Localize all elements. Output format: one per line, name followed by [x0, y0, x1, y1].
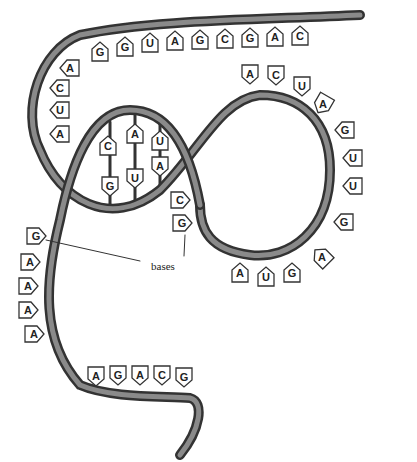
base-unit: A — [85, 365, 107, 387]
base-letter: G — [89, 41, 111, 63]
base-letter: C — [169, 189, 191, 211]
base-unit: U — [342, 147, 364, 169]
base-unit: A — [149, 155, 171, 177]
base-letter: C — [151, 364, 173, 386]
base-letter: G — [107, 364, 129, 386]
base-unit: A — [239, 63, 261, 85]
base-letter: G — [99, 175, 121, 197]
base-unit: U — [49, 99, 71, 121]
base-letter: A — [23, 323, 45, 345]
base-letter: A — [149, 155, 171, 177]
base-letter: U — [149, 130, 171, 152]
base-unit: U — [139, 32, 161, 54]
base-unit: A — [129, 364, 151, 386]
base-letter: U — [291, 75, 313, 97]
base-letter: G — [333, 211, 355, 233]
base-letter: G — [25, 225, 47, 247]
base-letter: G — [171, 212, 193, 234]
base-letter: A — [264, 26, 286, 48]
base-letter: A — [164, 30, 186, 52]
base-letter: A — [59, 57, 81, 79]
base-unit: A — [164, 30, 186, 52]
base-letter: A — [311, 246, 333, 268]
base-unit: C — [49, 77, 71, 99]
base-unit: A — [311, 246, 333, 268]
base-unit: A — [229, 262, 251, 284]
base-unit: G — [89, 41, 111, 63]
base-letter: G — [281, 262, 303, 284]
base-unit: A — [59, 57, 81, 79]
base-letter: U — [124, 167, 146, 189]
base-letter: G — [334, 119, 356, 141]
base-unit: U — [342, 175, 364, 197]
base-unit: A — [17, 275, 39, 297]
base-unit: C — [151, 364, 173, 386]
base-letter: A — [229, 262, 251, 284]
base-letter: A — [85, 365, 107, 387]
base-letter: U — [342, 175, 364, 197]
base-unit: C — [265, 64, 287, 86]
base-letter: G — [239, 27, 261, 49]
base-letter: C — [265, 64, 287, 86]
base-unit: U — [291, 75, 313, 97]
base-letter: C — [49, 77, 71, 99]
base-unit: C — [289, 25, 311, 47]
base-unit: G — [333, 211, 355, 233]
base-unit: C — [214, 28, 236, 50]
base-unit: G — [25, 225, 47, 247]
base-letter: U — [255, 266, 277, 288]
base-unit: C — [169, 189, 191, 211]
base-unit: A — [19, 251, 41, 273]
base-unit: A — [312, 93, 334, 115]
base-unit: G — [99, 175, 121, 197]
base-letter: C — [97, 135, 119, 157]
base-unit: G — [189, 29, 211, 51]
base-unit: G — [107, 364, 129, 386]
base-letter: A — [239, 63, 261, 85]
base-unit: G — [334, 119, 356, 141]
base-letter: U — [342, 147, 364, 169]
base-letter: C — [214, 28, 236, 50]
base-letter: C — [289, 25, 311, 47]
base-letter: A — [17, 299, 39, 321]
base-unit: A — [23, 323, 45, 345]
base-unit: U — [255, 266, 277, 288]
base-unit: G — [171, 212, 193, 234]
base-unit: A — [17, 299, 39, 321]
base-unit: G — [239, 27, 261, 49]
base-unit: A — [124, 123, 146, 145]
base-unit: G — [173, 366, 195, 388]
base-letter: A — [49, 123, 71, 145]
base-letter: U — [49, 99, 71, 121]
base-letter: G — [114, 36, 136, 58]
base-letter: G — [173, 366, 195, 388]
base-unit: A — [264, 26, 286, 48]
base-letter: A — [124, 123, 146, 145]
base-unit: A — [49, 123, 71, 145]
base-letter: A — [19, 251, 41, 273]
base-unit: U — [149, 130, 171, 152]
base-unit: C — [97, 135, 119, 157]
base-letter: A — [17, 275, 39, 297]
callout-label: bases — [151, 260, 175, 272]
base-unit: G — [114, 36, 136, 58]
base-letter: G — [189, 29, 211, 51]
base-unit: U — [124, 167, 146, 189]
base-letter: U — [139, 32, 161, 54]
base-letter: A — [129, 364, 151, 386]
base-letter: A — [312, 93, 334, 115]
base-unit: G — [281, 262, 303, 284]
